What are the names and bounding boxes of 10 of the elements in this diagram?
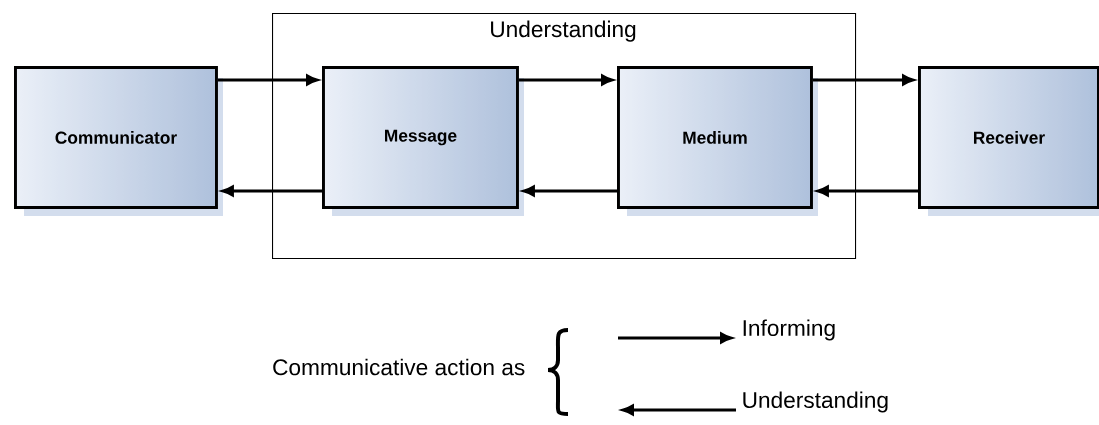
legend-text: Understanding: [743, 391, 888, 413]
note-text: Communicative action as: [273, 358, 525, 376]
arrow: [221, 185, 322, 197]
process-box: Receiver: [918, 66, 1099, 216]
process-box: Communicator: [14, 66, 223, 216]
process-box: Medium: [617, 66, 818, 216]
process-box: Message: [322, 66, 524, 216]
arrow: [522, 185, 617, 197]
legend-text: Informing: [743, 319, 835, 341]
arrow: [816, 185, 918, 197]
